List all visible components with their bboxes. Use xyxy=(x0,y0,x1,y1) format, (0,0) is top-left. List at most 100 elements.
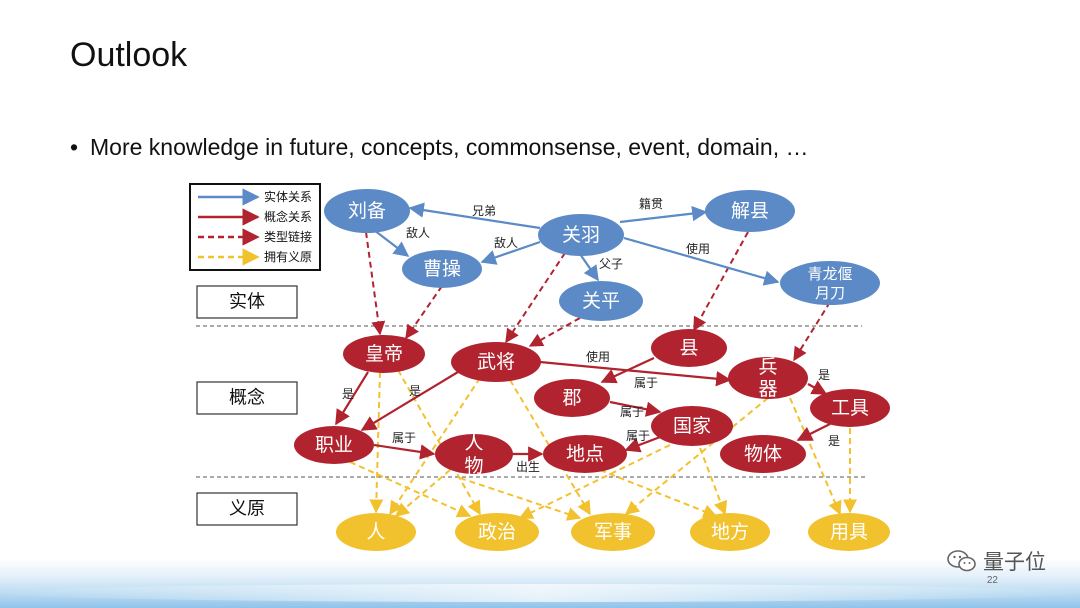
node-label-zhiye: 职业 xyxy=(315,434,353,456)
node-difang[interactable]: 地方 xyxy=(690,513,770,551)
node-zhengzhi[interactable]: 政治 xyxy=(455,513,539,551)
node-jun[interactable]: 郡 xyxy=(534,379,610,417)
edge-label-shi-4: 是 xyxy=(828,434,840,448)
type-links xyxy=(365,231,831,362)
layer-entity: 实体 xyxy=(196,285,298,319)
node-label-huangdi: 皇帝 xyxy=(365,343,403,365)
link-xian-junshi xyxy=(459,477,582,521)
link-zhiye-renwu xyxy=(373,443,436,460)
edge-label-chusheng: 出生 xyxy=(516,460,540,474)
link-zhiye-zhengzhi xyxy=(349,461,472,518)
edge-label-diren-2: 敌人 xyxy=(494,235,518,250)
bullet-item: •More knowledge in future, concepts, com… xyxy=(70,134,808,161)
link-caocao-huangdi xyxy=(405,285,443,340)
node-label-jun: 郡 xyxy=(562,387,581,409)
node-guojia[interactable]: 国家 xyxy=(651,406,733,446)
node-yongju[interactable]: 用具 xyxy=(808,513,890,551)
edge-label-xiongdi: 兄弟 xyxy=(472,204,496,218)
node-label-renwu-line1: 人 xyxy=(464,432,483,454)
edge-labels: 兄弟 籍贯 敌人 敌人 父子 使用 使用 是 是 是 是 属于 属于 属于 属于… xyxy=(342,196,840,474)
link-xian-jun xyxy=(600,357,655,384)
watermark-text: 量子位 xyxy=(983,550,1046,574)
node-wuti[interactable]: 物体 xyxy=(720,435,806,473)
layer-concept: 概念 xyxy=(196,381,298,415)
entity-nodes: 刘备 关羽 解县 曹操 关平 青龙偃 月刀 xyxy=(324,189,880,321)
link-huangdi-ren xyxy=(369,371,384,514)
node-label-qinglong-line1: 青龙偃 xyxy=(807,265,852,283)
link-liubei-caocao xyxy=(373,229,410,257)
node-label-guojia: 国家 xyxy=(673,415,711,437)
link-bingqi-gongju xyxy=(807,380,828,395)
link-gongju-wuti xyxy=(796,423,831,441)
node-wujiang[interactable]: 武将 xyxy=(451,342,541,382)
node-caocao[interactable]: 曹操 xyxy=(402,250,482,288)
node-liubei[interactable]: 刘备 xyxy=(324,189,410,233)
link-guanyu-jiexian xyxy=(619,205,708,224)
node-label-wuti: 物体 xyxy=(744,443,782,465)
node-label-caocao: 曹操 xyxy=(423,258,461,280)
node-ren[interactable]: 人 xyxy=(336,513,416,551)
link-didian-difang xyxy=(599,469,718,518)
node-label-jiexian: 解县 xyxy=(731,200,769,222)
legend: 实体关系 概念关系 类型链接 拥有义原 xyxy=(189,183,321,271)
slide-title: Outlook xyxy=(70,36,188,74)
node-renwu[interactable]: 人 物 xyxy=(435,432,513,477)
link-qinglong-bingqi xyxy=(793,301,831,362)
edge-label-fuzi: 父子 xyxy=(599,257,623,271)
link-guanyu-wujiang xyxy=(505,252,566,344)
node-label-qinglong-line2: 月刀 xyxy=(815,284,845,302)
link-guojia-zhengzhi xyxy=(518,444,671,519)
entity-links xyxy=(373,202,780,286)
node-label-bingqi-line1: 兵 xyxy=(758,356,777,378)
edge-label-diren-1: 敌人 xyxy=(406,225,430,240)
bottom-swoosh xyxy=(0,584,1080,602)
node-didian[interactable]: 地点 xyxy=(543,435,627,473)
node-guanping[interactable]: 关平 xyxy=(559,281,643,321)
node-label-guanyu: 关羽 xyxy=(562,224,600,246)
node-junshi[interactable]: 军事 xyxy=(571,513,655,551)
link-bingqi-yongju xyxy=(789,397,842,516)
node-label-gongju: 工具 xyxy=(831,397,869,419)
node-label-didian: 地点 xyxy=(566,443,604,465)
link-wujiang-junshi xyxy=(509,379,591,516)
link-wujiang-zhiye xyxy=(360,371,459,431)
link-huangdi-zhengzhi xyxy=(397,369,481,516)
edge-label-shuyu-1: 属于 xyxy=(634,376,658,390)
wechat-icon xyxy=(947,550,976,572)
node-xian[interactable]: 县 xyxy=(651,329,727,367)
link-wujiang-bingqi xyxy=(539,360,732,387)
node-label-ren: 人 xyxy=(366,521,385,543)
legend-label-concept: 概念关系 xyxy=(264,209,312,224)
node-label-yongju: 用具 xyxy=(830,521,868,543)
concept-nodes: 皇帝 武将 县 兵 器 郡 工具 国家 职业 xyxy=(294,329,890,477)
node-label-xian: 县 xyxy=(679,337,698,359)
page-number: 22 xyxy=(986,575,998,586)
node-guanyu[interactable]: 关羽 xyxy=(538,214,624,256)
node-bingqi[interactable]: 兵 器 xyxy=(728,356,808,400)
link-guojia-difang xyxy=(699,447,728,516)
watermark: 量子位 xyxy=(947,546,1046,576)
node-zhiye[interactable]: 职业 xyxy=(294,426,374,464)
layer-label-entity: 实体 xyxy=(229,292,265,313)
node-jiexian[interactable]: 解县 xyxy=(705,190,795,232)
link-guanping-wujiang xyxy=(528,317,581,347)
edge-label-shuyu-2: 属于 xyxy=(620,405,644,419)
bottom-decoration xyxy=(0,558,1080,608)
link-guanyu-liubei xyxy=(408,202,541,230)
link-renwu-ren xyxy=(394,469,451,517)
layer-label-concept: 概念 xyxy=(229,387,265,409)
node-qinglong[interactable]: 青龙偃 月刀 xyxy=(780,261,880,305)
node-label-zhengzhi: 政治 xyxy=(478,521,516,543)
link-bingqi-junshi xyxy=(624,397,769,515)
link-jiexian-xian xyxy=(693,231,749,332)
node-label-guanping: 关平 xyxy=(582,290,620,312)
bullet-dot: • xyxy=(70,134,79,160)
node-label-junshi: 军事 xyxy=(594,521,632,543)
concept-links xyxy=(335,357,831,462)
edge-label-shi-3: 是 xyxy=(818,368,830,382)
layer-label-sememe: 义原 xyxy=(229,499,265,520)
node-gongju[interactable]: 工具 xyxy=(810,389,890,427)
link-liubei-huangdi xyxy=(365,231,386,336)
node-huangdi[interactable]: 皇帝 xyxy=(343,335,425,373)
